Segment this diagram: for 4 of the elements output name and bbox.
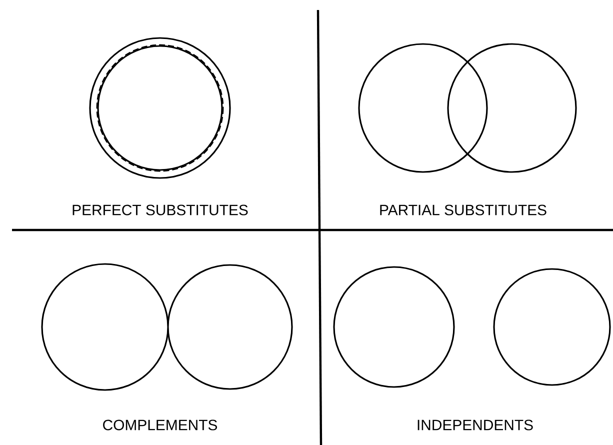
quadrant-label: COMPLEMENTS: [103, 420, 218, 430]
quadrant-label: INDEPENDENTS: [418, 420, 533, 430]
quadrant-label: PARTIAL SUBSTITUTES: [380, 204, 546, 216]
quadrant-label: PERFECT SUBSTITUTES: [72, 204, 248, 216]
